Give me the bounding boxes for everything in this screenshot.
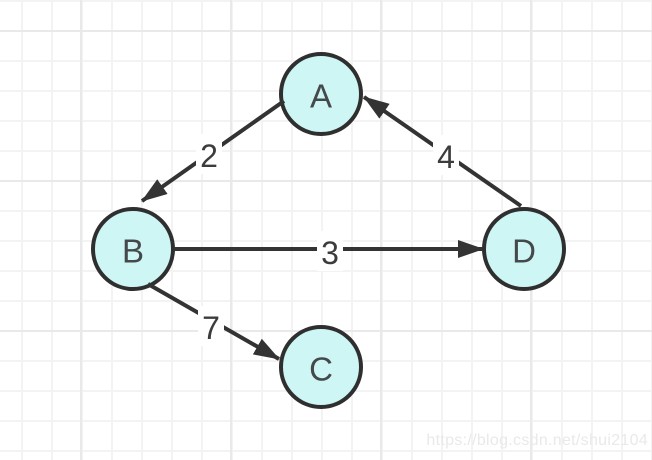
edge-weight-bg <box>196 134 222 174</box>
edge-a-b-weight: 2 <box>196 134 222 174</box>
node-a: A <box>279 52 363 136</box>
node-a-label: A <box>310 78 332 115</box>
node-b-label: B <box>122 233 144 270</box>
edge-weight-bg <box>317 231 343 271</box>
edge-b-c-weight-label: 7 <box>202 310 220 346</box>
edge-b-d-weight: 3 <box>317 231 343 271</box>
node-c-label: C <box>309 351 333 388</box>
edge-b-c-weight: 7 <box>198 306 224 346</box>
edge-b-d-weight-label: 3 <box>321 235 339 271</box>
node-b-circle <box>91 207 175 291</box>
edge-weight-bg <box>198 306 224 346</box>
node-d-label: D <box>512 233 536 270</box>
edge-d-a-weight-label: 4 <box>437 139 455 175</box>
node-d-circle <box>482 207 566 291</box>
node-b: B <box>91 207 175 291</box>
node-c-circle <box>279 325 363 409</box>
edge-weight-bg <box>433 135 459 175</box>
watermark-text: https://blog.csdn.net/shui2104 <box>426 432 648 449</box>
edge-d-a-weight: 4 <box>433 135 459 175</box>
node-c: C <box>279 325 363 409</box>
node-d: D <box>482 207 566 291</box>
node-a-circle <box>279 52 363 136</box>
edge-a-b-weight-label: 2 <box>200 138 218 174</box>
